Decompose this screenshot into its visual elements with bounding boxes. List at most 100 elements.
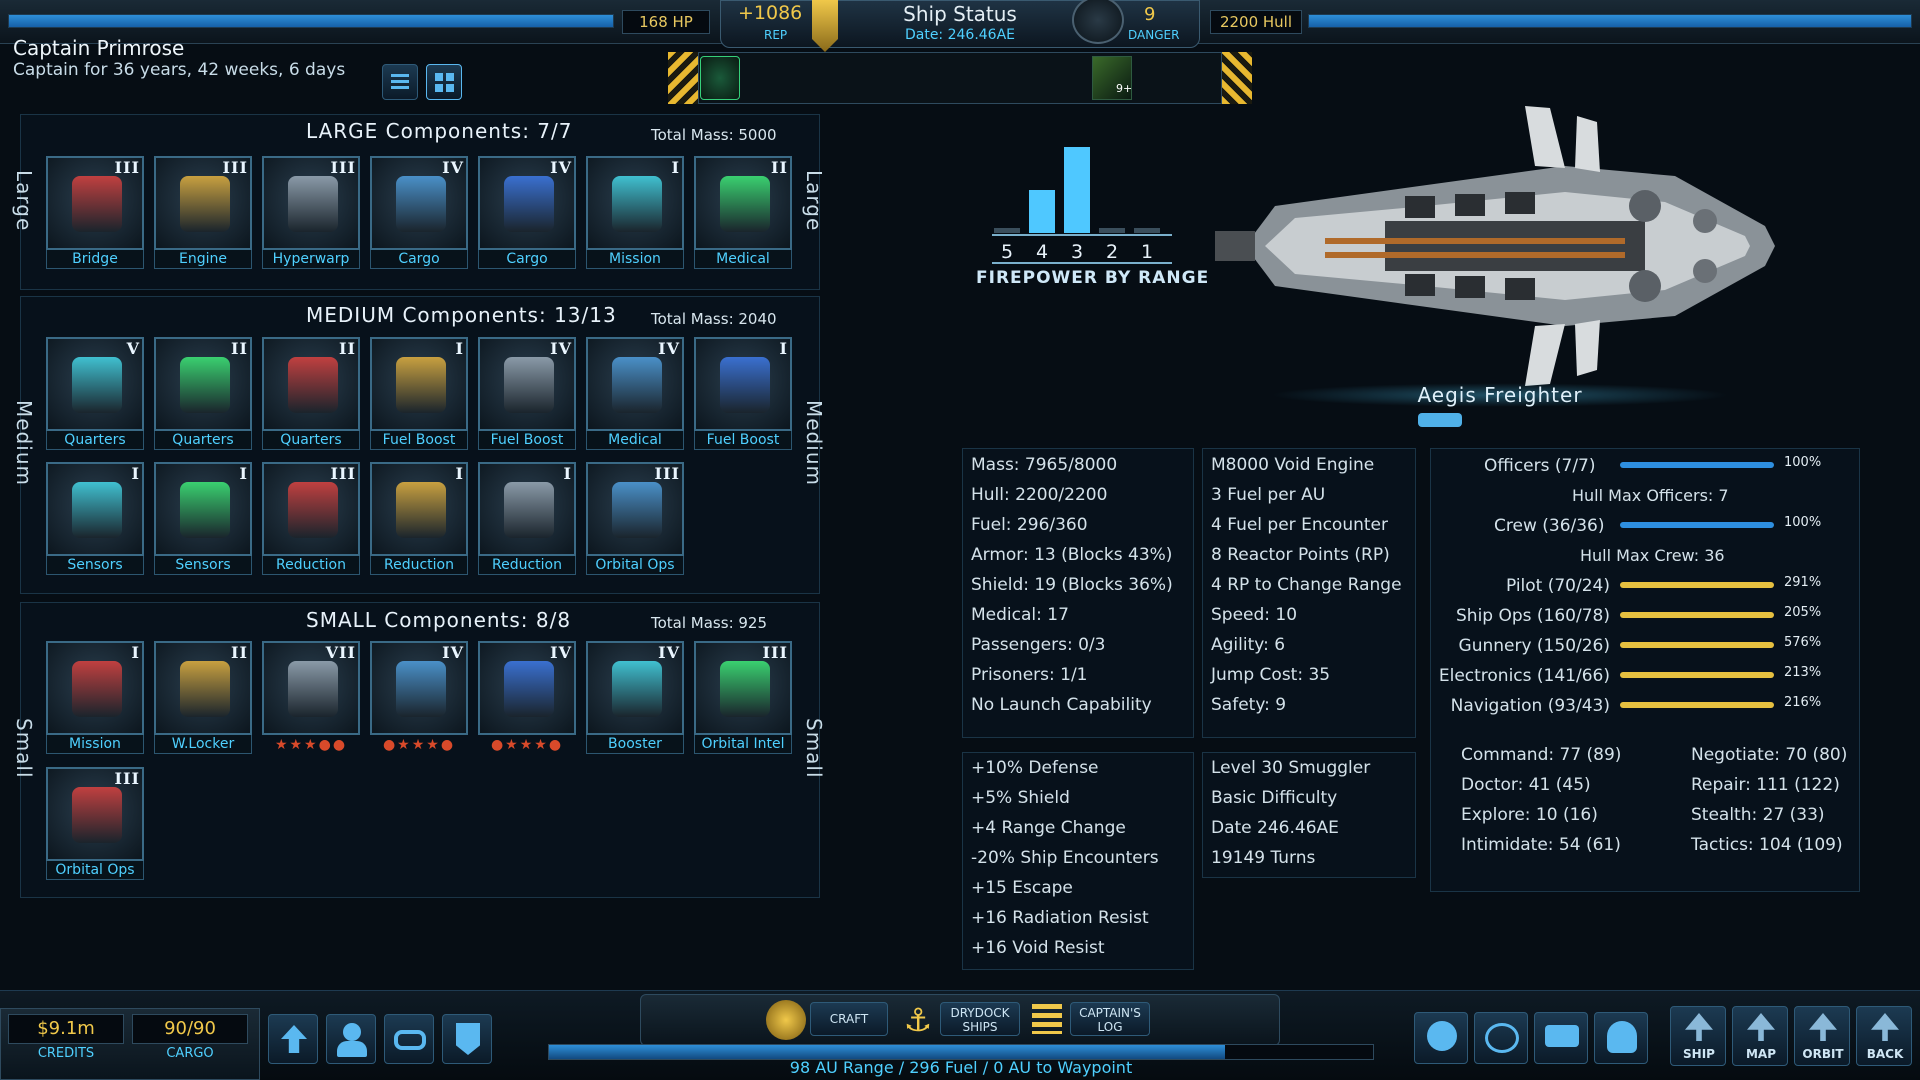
large-component-tier: II xyxy=(771,158,788,177)
comms-icon xyxy=(394,1030,426,1050)
engine-stat: 4 Fuel per Encounter xyxy=(1211,515,1388,535)
crew-label: Crew (36/36) xyxy=(1494,516,1605,536)
small-component-5[interactable]: IV●★★★● xyxy=(478,641,576,754)
medium-component-7[interactable]: I Fuel Boost xyxy=(694,337,792,450)
back-nav-button[interactable]: BACK xyxy=(1856,1006,1912,1066)
helmet-button[interactable] xyxy=(1594,1012,1648,1064)
medium-section-title: MEDIUM Components: 13/13 xyxy=(306,303,617,327)
firepower-bar-range-2 xyxy=(1099,228,1125,233)
active-slot-icon[interactable] xyxy=(700,56,740,100)
bonus-item: +16 Void Resist xyxy=(971,938,1105,958)
crew-skill-pct: 291% xyxy=(1784,575,1822,590)
map-nav-button[interactable]: MAP xyxy=(1732,1006,1788,1066)
small-section-title: SMALL Components: 8/8 xyxy=(306,608,572,632)
shield-button[interactable] xyxy=(442,1014,492,1064)
quarters-module-icon xyxy=(262,337,360,431)
large-component-tier: III xyxy=(330,158,356,177)
firepower-range-label: 2 xyxy=(1106,241,1118,263)
list-view-button[interactable] xyxy=(382,64,418,100)
ship-stat: Mass: 7965/8000 xyxy=(971,455,1118,475)
large-total-mass: Total Mass: 5000 xyxy=(651,126,777,144)
large-section-title: LARGE Components: 7/7 xyxy=(306,119,573,143)
game-info-item: Level 30 Smuggler xyxy=(1211,758,1371,778)
medium-component-tier: I xyxy=(563,464,572,483)
navigate-button[interactable] xyxy=(268,1014,318,1064)
hp-readout: 168 HP xyxy=(622,10,710,34)
medium-component-name: Fuel Boost xyxy=(478,431,576,450)
page-title: Ship Status xyxy=(903,2,1017,26)
rep-label: REP xyxy=(764,28,788,42)
crew-skill-label: Gunnery (150/26) xyxy=(1458,636,1610,656)
medium-component-tier: II xyxy=(339,339,356,358)
hyperwarp-module-icon xyxy=(262,156,360,250)
upgrade-slot-icon[interactable] xyxy=(1092,56,1132,100)
medium-component-tier: I xyxy=(455,464,464,483)
bonus-item: -20% Ship Encounters xyxy=(971,848,1159,868)
hull-bar xyxy=(1308,14,1912,28)
captain-skill: Repair: 111 (122) xyxy=(1691,775,1840,795)
captains-log-button[interactable]: CAPTAIN'S LOG xyxy=(1070,1002,1150,1036)
crew-skill-bar xyxy=(1620,582,1774,588)
orbit-nav-button[interactable]: ORBIT xyxy=(1794,1006,1850,1066)
small-component-3[interactable]: VII★★★●● xyxy=(262,641,360,754)
medium-component-name: Quarters xyxy=(46,431,144,450)
ship-name: Aegis Freighter xyxy=(1417,383,1583,407)
fuel-boost-module-icon xyxy=(478,337,576,431)
firepower-range-label: 5 xyxy=(1001,241,1013,263)
reduction-module-icon xyxy=(262,462,360,556)
captain-skill: Tactics: 104 (109) xyxy=(1691,835,1843,855)
small-total-mass: Total Mass: 925 xyxy=(651,614,768,632)
chat-button[interactable] xyxy=(1534,1012,1588,1064)
comms-button[interactable] xyxy=(384,1014,434,1064)
medium-component-name: Fuel Boost xyxy=(694,431,792,450)
hull-max-officers: Hull Max Officers: 7 xyxy=(1572,486,1729,505)
captain-skill: Explore: 10 (16) xyxy=(1461,805,1598,825)
ship-selector-dots-icon[interactable] xyxy=(1418,413,1462,427)
engine-stats-panel xyxy=(1202,448,1416,738)
medium-component-tier: I xyxy=(779,339,788,358)
small-component-4[interactable]: IV●★★★● xyxy=(370,641,468,754)
craft-button[interactable]: CRAFT xyxy=(810,1002,888,1036)
map-nav-icon xyxy=(1747,1013,1775,1041)
weapon-module-icon xyxy=(370,641,468,735)
planet-button[interactable] xyxy=(1414,1012,1468,1064)
small-component-tier: VII xyxy=(325,643,356,662)
crew-skill-label: Navigation (93/43) xyxy=(1450,696,1610,716)
ship-nav-button[interactable]: SHIP xyxy=(1670,1006,1726,1066)
crew-button[interactable] xyxy=(326,1014,376,1064)
craft-icon xyxy=(766,1000,806,1040)
quarters-module-icon xyxy=(154,337,252,431)
grid-view-button[interactable] xyxy=(426,64,462,100)
sensors-module-icon xyxy=(154,462,252,556)
drydock-ships-button[interactable]: DRYDOCK SHIPS xyxy=(940,1002,1020,1036)
reduction-module-icon xyxy=(478,462,576,556)
rep-value: +1086 xyxy=(738,2,803,24)
hp-bar xyxy=(8,14,614,28)
back-nav-label: BACK xyxy=(1866,1047,1904,1061)
network-button[interactable] xyxy=(1474,1012,1528,1064)
